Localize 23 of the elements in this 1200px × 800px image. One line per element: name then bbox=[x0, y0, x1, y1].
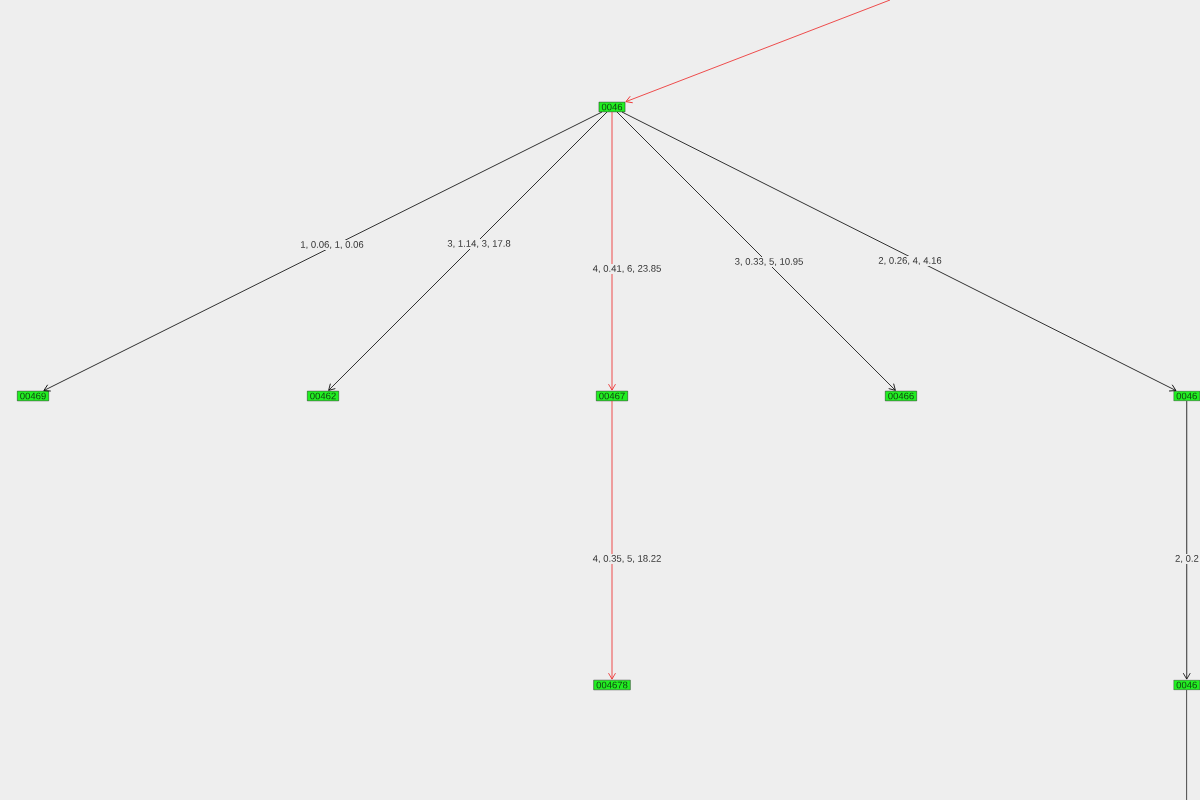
node-box: 0046 bbox=[1173, 390, 1200, 402]
node-box: 0046 bbox=[598, 101, 626, 113]
node-box: 004678 bbox=[593, 679, 631, 691]
edge-label: 4, 0.41, 6, 23.85 bbox=[591, 264, 663, 274]
node-box: 00462 bbox=[307, 390, 339, 402]
node-box: 00467 bbox=[596, 390, 628, 402]
arrow bbox=[621, 111, 1177, 392]
edge-label: 3, 0.33, 5, 10.95 bbox=[733, 257, 805, 267]
node-box: 00469 bbox=[17, 390, 49, 402]
edge-label: 1, 0.06, 1, 0.06 bbox=[299, 240, 365, 250]
arrow bbox=[625, 0, 891, 104]
arrow bbox=[608, 111, 616, 391]
edge-label: 4, 0.35, 5, 18.22 bbox=[591, 554, 663, 564]
node-box: 00466 bbox=[885, 390, 917, 402]
arrow bbox=[608, 400, 616, 680]
arrow bbox=[1182, 400, 1191, 680]
edge-label: 3, 1.14, 3, 17.8 bbox=[446, 239, 512, 249]
edge-label: 2, 0.2 bbox=[1174, 554, 1200, 564]
node-box: 0046 bbox=[1173, 679, 1200, 691]
arrow bbox=[616, 111, 896, 391]
arrow bbox=[43, 111, 603, 392]
arrow bbox=[328, 111, 608, 391]
edge-label: 2, 0.26, 4, 4.16 bbox=[877, 256, 943, 266]
